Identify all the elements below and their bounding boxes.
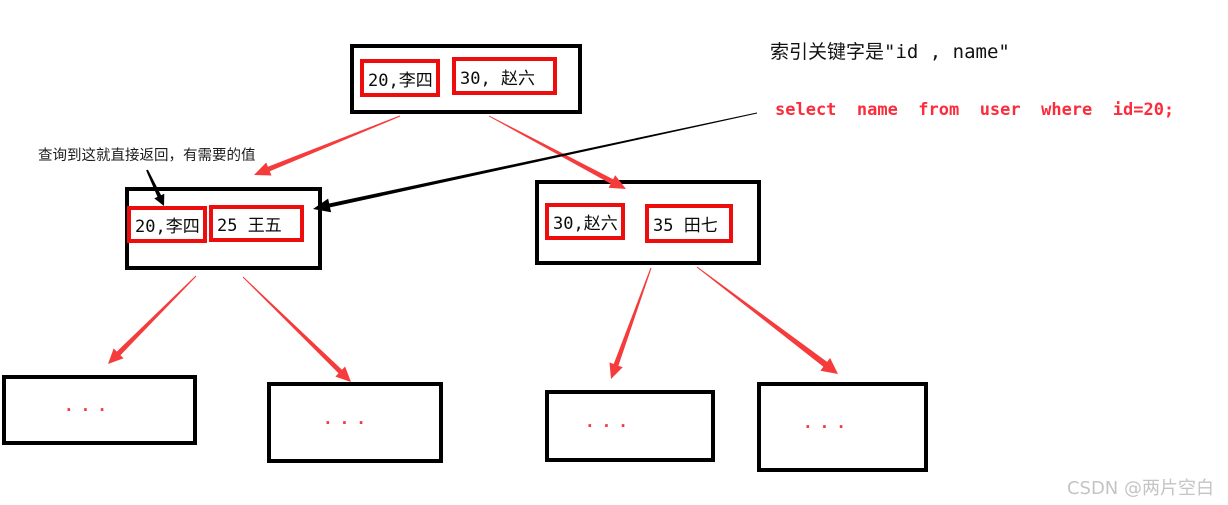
arrow-right-child-to-leaf-3 (609, 267, 652, 379)
right-child-cell-35-label: 35 田七 (653, 216, 718, 236)
arrow-right-child-to-leaf-4 (696, 266, 838, 374)
sql-query-text: select name from user where id=20; (775, 100, 1175, 120)
right-child-cell-30-label: 30,赵六 (553, 214, 618, 234)
node-left-child: 20,李四 25 王五 (125, 187, 322, 270)
right-child-cell-35: 35 田七 (645, 204, 733, 243)
right-child-cell-30: 30,赵六 (545, 203, 625, 240)
root-cell-20: 20,李四 (360, 59, 440, 97)
leaf-node-2: ... (267, 382, 443, 463)
left-child-cell-20: 20,李四 (127, 206, 207, 243)
leaf-node-3: ... (545, 390, 715, 462)
csdn-watermark: CSDN @两片空白 (1066, 478, 1214, 499)
root-cell-30-label: 30, 赵六 (460, 68, 535, 89)
leaf-node-4: ... (757, 382, 928, 472)
index-key-note: 索引关键字是"id , name" (770, 41, 1010, 63)
node-root: 20,李四 30, 赵六 (350, 44, 582, 114)
arrow-left-child-to-leaf-1 (108, 275, 197, 364)
root-cell-20-label: 20,李四 (368, 70, 433, 91)
arrow-left-child-to-leaf-2 (242, 276, 351, 382)
left-child-cell-25: 25 王五 (209, 205, 304, 242)
left-child-cell-20-label: 20,李四 (135, 217, 200, 237)
root-cell-30: 30, 赵六 (452, 57, 557, 95)
annotation-return-note: 查询到这就直接返回，有需要的值 (38, 148, 256, 164)
leaf-node-1: ... (2, 375, 197, 445)
node-right-child: 30,赵六 35 田七 (535, 180, 761, 265)
arrow-root-to-right-child (488, 115, 626, 189)
left-child-cell-25-label: 25 王五 (217, 216, 282, 236)
arrow-root-to-left-child (254, 115, 401, 176)
